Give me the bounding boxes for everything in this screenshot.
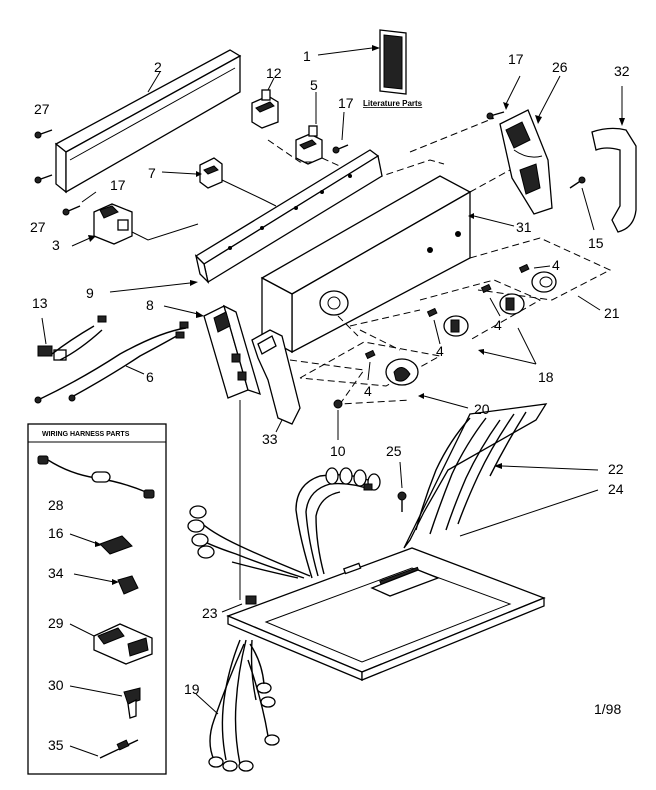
harness-part-16: [69, 533, 133, 555]
screw-17-mid: [332, 111, 349, 154]
callout-4d: 4: [364, 383, 372, 399]
screw-25: [397, 461, 407, 512]
callout-26: 26: [552, 59, 568, 75]
callout-7: 7: [148, 165, 156, 181]
callout-6: 6: [146, 369, 154, 385]
switch-12: [251, 77, 279, 129]
callout-30: 30: [48, 677, 64, 693]
callout-29: 29: [48, 615, 64, 631]
screw-15: [569, 176, 595, 231]
callout-31: 31: [516, 219, 532, 235]
bracket-33: [251, 329, 301, 433]
callout-33: 33: [262, 431, 278, 447]
callout-10: 10: [330, 443, 346, 459]
callout-24: 24: [608, 481, 624, 497]
literature-booklet: [317, 29, 407, 95]
callout-12: 12: [266, 65, 282, 81]
callout-35: 35: [48, 737, 64, 753]
harness-part-28: [37, 455, 155, 499]
screw-10: [333, 399, 343, 440]
screw-27-bottom: [34, 174, 53, 184]
control-bracket-9: [109, 149, 383, 293]
harness-part-29: [69, 623, 153, 665]
callout-2: 2: [154, 59, 162, 75]
callout-28: 28: [48, 497, 64, 513]
knob-2: [480, 283, 525, 317]
component-7: [161, 157, 277, 207]
main-wire-harness: [187, 467, 381, 579]
callout-17-mid: 17: [338, 95, 354, 111]
screw-27-top: [34, 129, 53, 139]
console-back-panel: [54, 49, 242, 194]
callout-27-top: 27: [34, 101, 50, 117]
callout-8: 8: [146, 297, 154, 313]
callout-19: 19: [184, 681, 200, 697]
callout-17-left: 17: [110, 177, 126, 193]
component-3: [71, 203, 199, 247]
harness-part-34: [73, 573, 139, 595]
end-cap-32: [591, 86, 637, 233]
callout-32: 32: [614, 63, 630, 79]
literature-parts-label: Literature Parts: [363, 99, 423, 108]
knob-1: [518, 263, 557, 293]
callout-9: 9: [86, 285, 94, 301]
callout-25: 25: [386, 443, 402, 459]
callout-5: 5: [310, 77, 318, 93]
callout-15: 15: [588, 235, 604, 251]
screw-17-left: [62, 191, 97, 216]
clip-23: [221, 400, 257, 613]
callout-21: 21: [604, 305, 620, 321]
harness-part-30: [69, 685, 141, 719]
wiring-box-title: WIRING HARNESS PARTS: [42, 431, 130, 438]
callout-17-right: 17: [508, 51, 524, 67]
bracket-8: [163, 304, 261, 399]
top-panel-24: [226, 489, 599, 681]
screw-17-right: [486, 75, 521, 120]
callout-27-bottom: 27: [30, 219, 46, 235]
callout-22: 22: [608, 461, 624, 477]
callout-23: 23: [202, 605, 218, 621]
knob-4: [364, 349, 419, 386]
wire-harness-13: [34, 315, 189, 404]
callout-1: 1: [303, 48, 311, 64]
date-code: 1/98: [594, 701, 621, 717]
callout-20: 20: [474, 401, 490, 417]
bracket-26: [499, 75, 561, 215]
callout-18: 18: [538, 369, 554, 385]
wire-harness-19: [195, 639, 280, 772]
callout-3: 3: [52, 237, 60, 253]
wire-harness-22: [403, 403, 599, 549]
knob-3: [426, 307, 469, 345]
callout-4c: 4: [436, 343, 444, 359]
callout-34: 34: [48, 565, 64, 581]
harness-part-35: [69, 739, 139, 759]
callout-13: 13: [32, 295, 48, 311]
callout-4a: 4: [552, 257, 560, 273]
callout-4b: 4: [494, 317, 502, 333]
switch-5: [295, 92, 323, 165]
callout-16: 16: [48, 525, 64, 541]
